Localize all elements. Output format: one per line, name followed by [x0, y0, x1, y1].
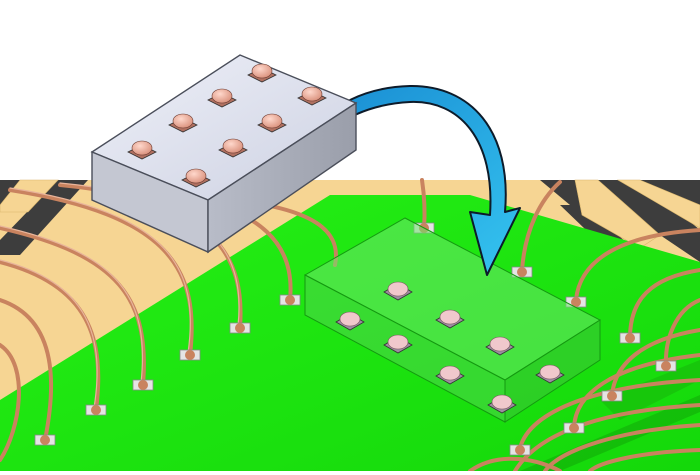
ghost-bumps — [335, 281, 565, 414]
pad — [179, 349, 201, 361]
pad — [563, 422, 585, 434]
bond-wires-right — [468, 180, 700, 473]
pad — [511, 266, 533, 278]
pad — [655, 360, 677, 372]
die-block-icon — [90, 54, 358, 254]
substrate-gold-fingers — [0, 179, 700, 249]
pad — [279, 294, 301, 306]
die-bumps — [127, 63, 327, 188]
pad — [229, 322, 251, 334]
pad — [601, 390, 623, 402]
pad — [619, 332, 641, 344]
board-bevel — [520, 395, 700, 471]
board-edge — [600, 360, 700, 420]
pad — [34, 434, 56, 446]
die-side — [207, 101, 357, 254]
pad — [85, 404, 107, 416]
placement-arrow-icon — [281, 84, 521, 276]
placement-ghost-icon — [303, 217, 602, 423]
pad — [132, 379, 154, 391]
pad — [509, 444, 531, 456]
